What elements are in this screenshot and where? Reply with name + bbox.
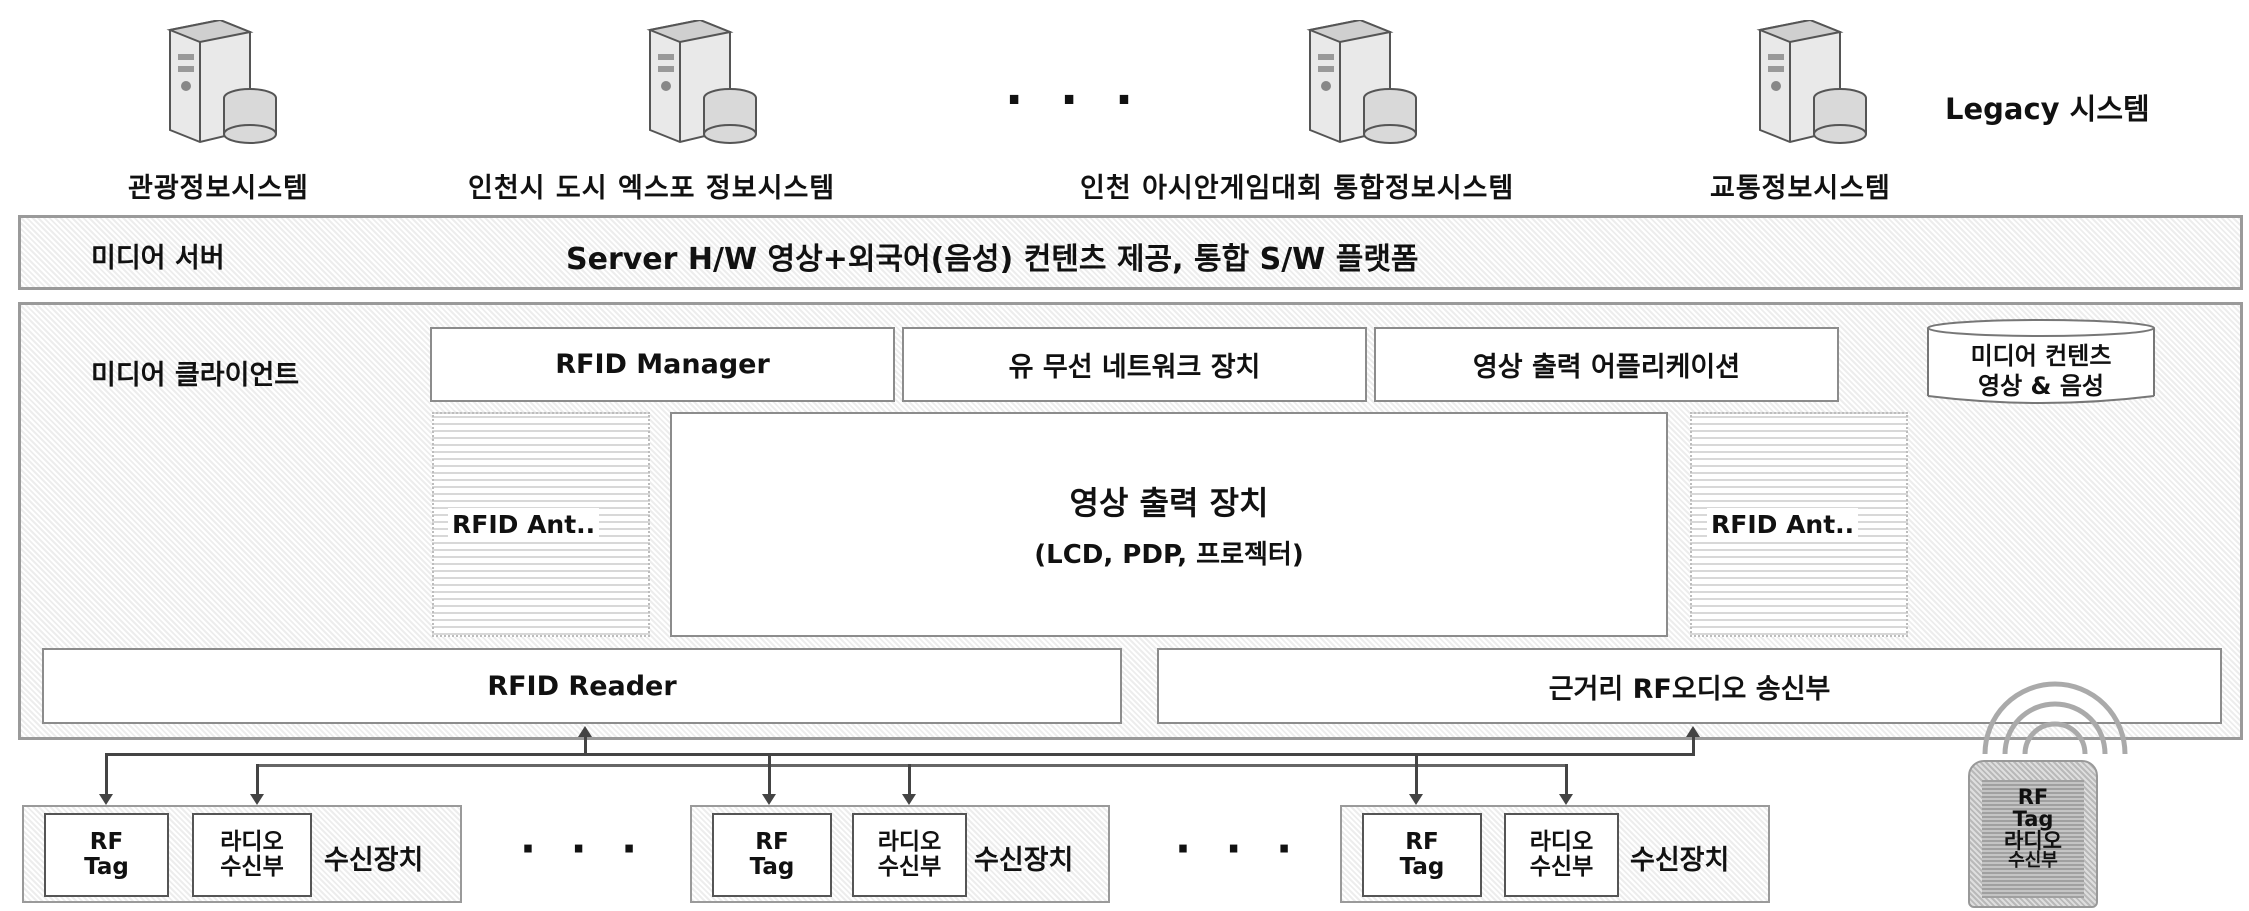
radio-line1: 라디오: [194, 830, 310, 855]
connector-arrow: [99, 794, 113, 805]
connector-arrow-tx: [1686, 726, 1700, 737]
handheld-receiver: RF Tag 라디오 수신부: [1968, 760, 2098, 908]
radio-line1: 라디오: [854, 830, 965, 855]
media-server-band: 미디어 서버 Server H/W 영상+외국어(음성) 컨텐츠 제공, 통합 …: [18, 215, 2243, 290]
rfid-manager-box: RFID Manager: [430, 327, 895, 402]
legacy-label-asiangames: 인천 아시안게임대회 통합정보시스템: [1080, 166, 1514, 205]
radio-line2: 수신부: [854, 855, 965, 880]
receiver-device-1: RF Tag 라디오 수신부 수신장치: [22, 805, 462, 903]
receiver-device-2: RF Tag 라디오 수신부 수신장치: [690, 805, 1110, 903]
server-icon: [150, 20, 280, 145]
legacy-dots: · · ·: [1005, 72, 1143, 128]
handheld-line1: RF: [1982, 786, 2084, 808]
media-server-label: 미디어 서버: [91, 236, 225, 275]
server-icon: [1290, 20, 1420, 145]
rf-tag-box: RF Tag: [712, 813, 832, 897]
rf-tag-line1: RF: [46, 830, 167, 855]
connector-tx-up: [1692, 735, 1695, 753]
rfid-antenna-right-label: RFID Ant..: [1707, 508, 1858, 541]
media-server-description: Server H/W 영상+외국어(음성) 컨텐츠 제공, 통합 S/W 플랫폼: [566, 234, 1419, 278]
legacy-server-traffic: [1740, 20, 1870, 145]
connector-drop: [768, 753, 771, 797]
radio-line2: 수신부: [194, 855, 310, 880]
connector-drop: [105, 753, 108, 797]
connector-arrow-reader: [578, 726, 592, 737]
connector-drop: [1415, 753, 1418, 797]
legacy-server-expo: [630, 20, 760, 145]
receiver-dots-1: · · ·: [520, 824, 647, 873]
video-output-title: 영상 출력 장치: [1070, 478, 1269, 524]
signal-waves-icon: [1975, 676, 2135, 756]
video-output-device: 영상 출력 장치 (LCD, PDP, 프로젝터): [670, 412, 1668, 637]
receiver-device-3: RF Tag 라디오 수신부 수신장치: [1340, 805, 1770, 903]
rf-tag-line1: RF: [1364, 830, 1480, 855]
connector-reader-up: [584, 735, 587, 753]
rf-tag-line2: Tag: [46, 855, 167, 880]
rf-tag-box: RF Tag: [1362, 813, 1482, 897]
network-device-box: 유 무선 네트워크 장치: [902, 327, 1367, 402]
rf-tag-line2: Tag: [714, 855, 830, 880]
storage-line2: 영상 & 음성: [1925, 366, 2157, 401]
receiver-device-label: 수신장치: [974, 838, 1073, 877]
connector-drop: [256, 764, 259, 797]
receiver-device-label: 수신장치: [324, 838, 423, 877]
rf-tag-line2: Tag: [1364, 855, 1480, 880]
connector-arrow: [902, 794, 916, 805]
rfid-antenna-left-label: RFID Ant..: [448, 508, 599, 541]
server-icon: [1740, 20, 1870, 145]
handheld-line2: Tag: [1982, 808, 2084, 830]
connector-arrow: [1409, 794, 1423, 805]
rf-tag-line1: RF: [714, 830, 830, 855]
legacy-label-expo: 인천시 도시 엑스포 정보시스템: [468, 166, 835, 205]
video-output-subtitle: (LCD, PDP, 프로젝터): [1034, 534, 1303, 571]
radio-receiver-box: 라디오 수신부: [852, 813, 967, 897]
connector-drop: [1565, 764, 1568, 797]
radio-receiver-box: 라디오 수신부: [1504, 813, 1619, 897]
receiver-dots-2: · · ·: [1175, 824, 1302, 873]
legacy-label-tourism: 관광정보시스템: [128, 166, 309, 205]
legacy-server-asiangames: [1290, 20, 1420, 145]
legacy-label-traffic: 교통정보시스템: [1710, 166, 1891, 205]
media-client-label: 미디어 클라이언트: [91, 353, 299, 392]
legacy-title: Legacy 시스템: [1945, 86, 2150, 128]
rfid-reader-box: RFID Reader: [42, 648, 1122, 724]
connector-drop: [908, 764, 911, 797]
handheld-line4: 수신부: [1982, 852, 2084, 871]
server-icon: [630, 20, 760, 145]
connector-bus-upper: [105, 753, 1695, 756]
radio-line2: 수신부: [1506, 855, 1617, 880]
handheld-line3: 라디오: [1982, 830, 2084, 852]
radio-line1: 라디오: [1506, 830, 1617, 855]
connector-bus-lower: [256, 764, 1568, 767]
legacy-server-tourism: [150, 20, 280, 145]
receiver-device-label: 수신장치: [1630, 838, 1729, 877]
radio-receiver-box: 라디오 수신부: [192, 813, 312, 897]
rf-tag-box: RF Tag: [44, 813, 169, 897]
video-app-box: 영상 출력 어플리케이션: [1374, 327, 1839, 402]
connector-arrow: [762, 794, 776, 805]
connector-arrow: [250, 794, 264, 805]
handheld-screen: RF Tag 라디오 수신부: [1982, 780, 2084, 898]
connector-arrow: [1559, 794, 1573, 805]
media-content-storage: 미디어 컨텐츠 영상 & 음성: [1925, 318, 2157, 408]
